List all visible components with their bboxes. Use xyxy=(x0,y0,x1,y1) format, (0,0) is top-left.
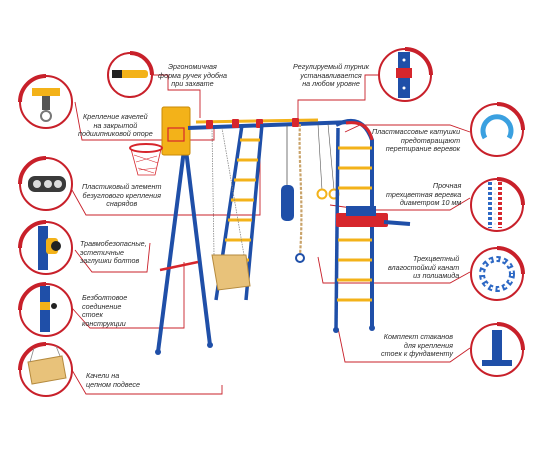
callout-label-grip-handles: Эргономичная форма ручек удобна при захв… xyxy=(158,62,227,89)
callout-label-swing-mount: Крепление качелей на закрытой подшипнико… xyxy=(78,112,153,139)
rope-coil-icon xyxy=(470,246,525,301)
twisted-rope-icon xyxy=(470,177,525,232)
leader-line-polyamide xyxy=(317,256,471,284)
callout-label-plastic-element: Пластиковый элемент безуглового креплени… xyxy=(82,182,162,209)
basketball-backboard xyxy=(161,106,191,156)
punching-bag xyxy=(281,185,294,221)
blue-pipe-cap-icon xyxy=(18,220,73,275)
pipe-joint-icon xyxy=(18,282,73,337)
leader-line-swing-mount xyxy=(74,101,215,141)
callout-label-strong-rope: Прочная трехцветная веревка диаметром 10… xyxy=(386,181,462,208)
leader-line-plastic-element xyxy=(71,140,261,216)
callout-label-plastic-reels: Пластмассовые катушки предотвращают пере… xyxy=(372,127,461,154)
callout-icons xyxy=(18,47,525,397)
callout-label-polyamide-rope: Трехцветный влагостойкий канат из полиам… xyxy=(388,254,460,281)
leader-lines xyxy=(71,74,471,395)
sports-complex xyxy=(129,106,411,355)
blue-reel-icon xyxy=(470,102,525,157)
leader-line-reels xyxy=(344,124,471,133)
wooden-swing-seat-icon xyxy=(18,342,73,397)
callout-label-adjustable-bar: Регулируемый турник устанавливается на л… xyxy=(293,62,370,89)
callout-label-boltless-joint: Безболтовое соединение стоек конструкции xyxy=(82,293,128,328)
callout-label-chain-swing: Качели на цепном подвесе xyxy=(86,371,140,389)
bearing-bracket-icon xyxy=(18,74,73,129)
anchor-cup-icon xyxy=(470,322,525,377)
leader-line-chain-swing xyxy=(71,369,223,395)
leader-line-adjustable-bar xyxy=(297,74,383,122)
leader-line-cups xyxy=(337,327,471,363)
leader-line-grip xyxy=(152,74,201,118)
swing-seat xyxy=(211,254,251,291)
plastic-clamp-icon xyxy=(18,156,73,211)
callout-label-safe-caps: Травмобезопасные, эстетичные заглушки бо… xyxy=(80,239,147,266)
adjustable-bar-icon xyxy=(378,47,433,102)
callout-label-foundation-cups: Комплект стаканов для крепления стоек к … xyxy=(381,332,453,359)
leader-line-boltless xyxy=(71,262,185,329)
dip-bar-unit xyxy=(336,213,388,227)
yellow-handle-icon xyxy=(107,51,154,98)
leader-line-safe-caps xyxy=(74,242,151,273)
